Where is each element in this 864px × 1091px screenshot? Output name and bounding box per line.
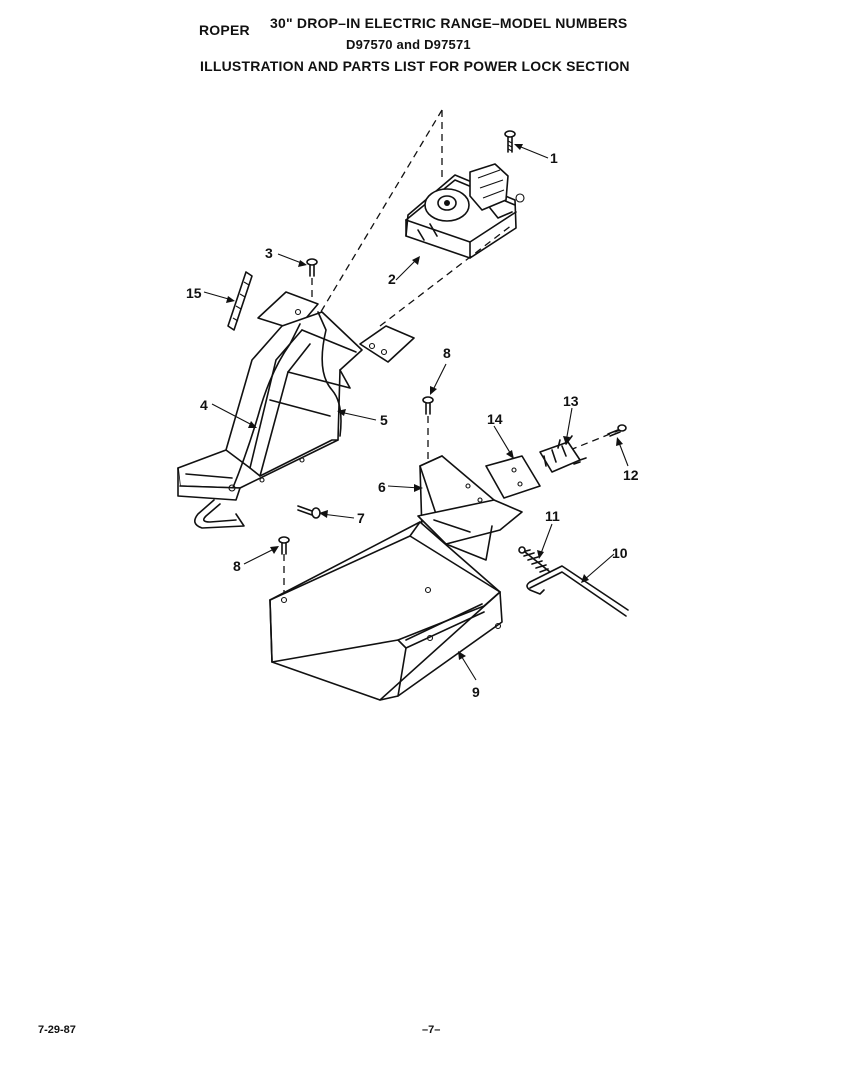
part-4-5-lock-bracket — [177, 291, 415, 529]
callout-9: 9 — [472, 684, 480, 700]
callout-13: 13 — [563, 393, 579, 409]
callout-5: 5 — [380, 412, 388, 428]
callout-11: 11 — [545, 508, 560, 524]
part-11-spring — [518, 546, 551, 573]
header-subtitle: ILLUSTRATION AND PARTS LIST FOR POWER LO… — [200, 58, 630, 74]
callout-labels: 1 2 3 4 5 6 7 8 8 9 10 11 12 13 14 15 — [186, 150, 639, 700]
callout-7: 7 — [357, 510, 365, 526]
callout-3: 3 — [265, 245, 273, 261]
footer-date: 7-29-87 — [38, 1024, 76, 1036]
alignment-line-top — [309, 109, 443, 331]
callout-15: 15 — [186, 285, 202, 301]
callout-6: 6 — [378, 479, 386, 495]
part-2-lock-motor — [405, 163, 525, 259]
callout-10: 10 — [612, 545, 628, 561]
part-10-rod — [526, 565, 629, 617]
part-1-screw — [504, 130, 516, 153]
callout-1: 1 — [550, 150, 558, 166]
part-12-screw — [607, 424, 627, 437]
alignment-line-motor — [379, 224, 513, 327]
part-8-screw-lower — [278, 536, 290, 555]
part-7-screw — [297, 505, 321, 519]
part-6-switch-bracket — [417, 455, 523, 561]
part-9-tray — [269, 521, 503, 701]
header-models: D97570 and D97571 — [346, 37, 471, 52]
callout-12: 12 — [623, 467, 639, 483]
callout-4: 4 — [200, 397, 208, 413]
footer-page-number: –7– — [422, 1024, 441, 1036]
callout-2: 2 — [388, 271, 396, 287]
callout-14: 14 — [487, 411, 503, 427]
header-brand: ROPER — [199, 22, 250, 38]
callout-8-upper: 8 — [443, 345, 451, 361]
callout-8-lower: 8 — [233, 558, 241, 574]
leader-lines — [203, 144, 629, 681]
header-title: 30" DROP–IN ELECTRIC RANGE–MODEL NUMBERS — [270, 15, 628, 31]
part-14-insulator — [485, 455, 541, 499]
alignment-line-screw-12 — [569, 429, 621, 451]
part-15-pin — [227, 271, 253, 331]
part-13-switch — [539, 435, 587, 473]
part-8-screw-upper — [422, 396, 434, 415]
part-3-screw — [306, 258, 318, 277]
